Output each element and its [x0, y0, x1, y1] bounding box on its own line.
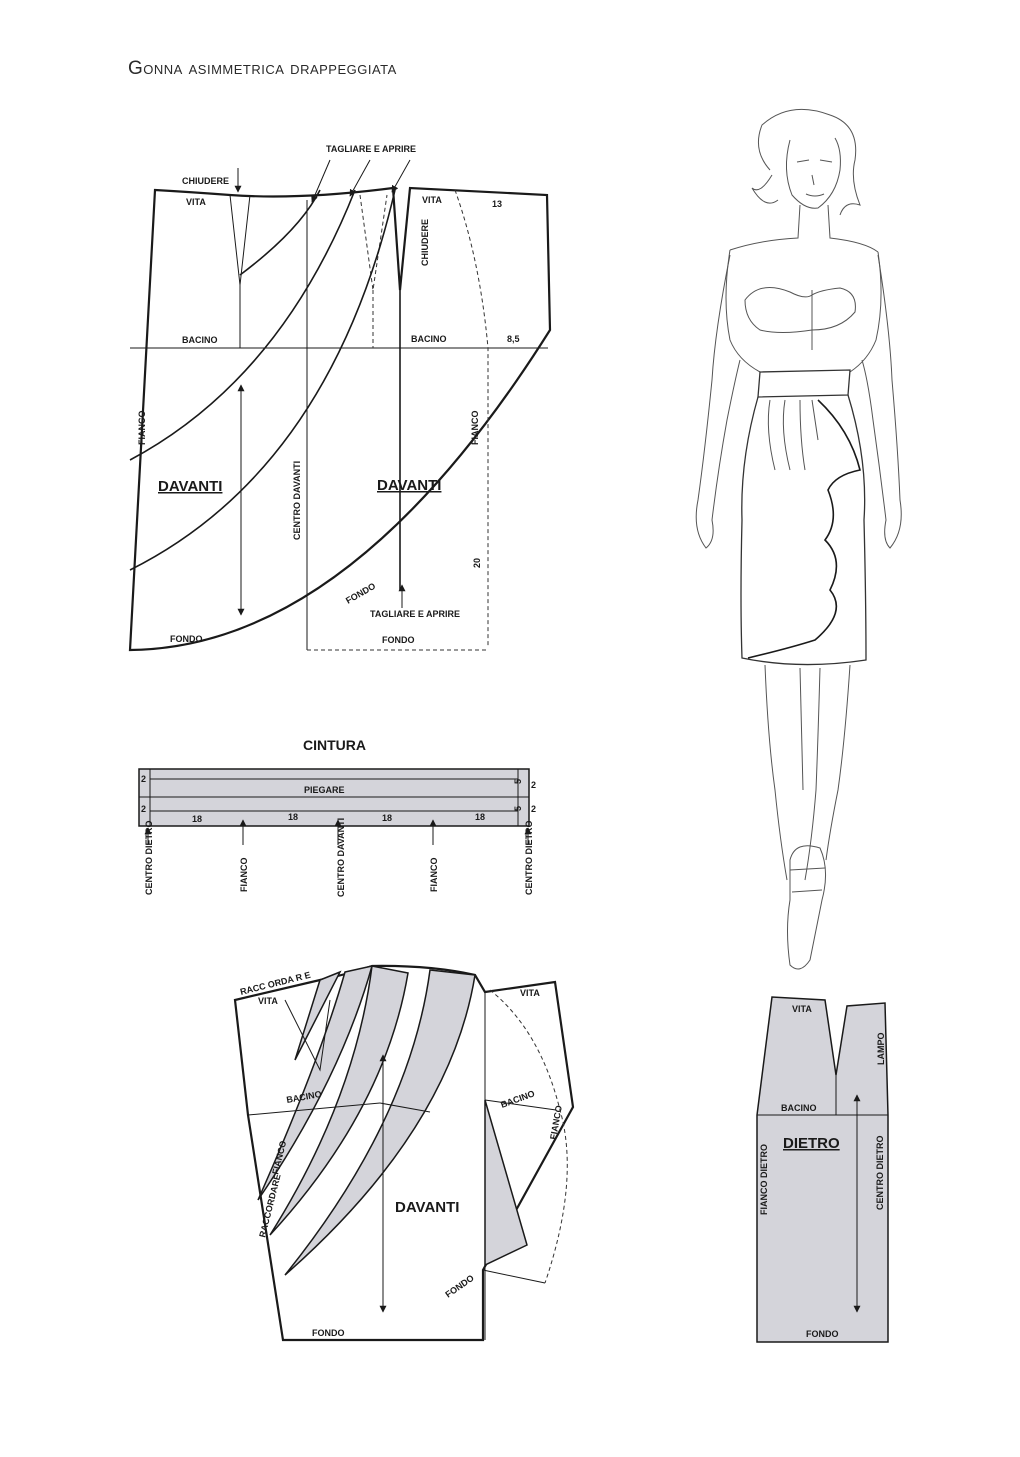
wb-seg-3: 18 — [382, 813, 392, 823]
hair — [757, 108, 861, 216]
num-8-5: 8,5 — [507, 334, 520, 344]
davanti-right-label: DAVANTI — [377, 477, 441, 494]
bacino-right-label: BACINO — [411, 334, 447, 344]
num-20: 20 — [472, 558, 482, 568]
back-centro-dietro: CENTRO DIETRO — [875, 1135, 885, 1210]
fianco-left-label: FIANCO — [137, 411, 147, 446]
drape-grey-2 — [257, 964, 374, 1201]
drape-grey-5 — [484, 1099, 528, 1267]
back-outline — [756, 996, 889, 1343]
draped-fondo-curve: FONDO — [443, 1273, 475, 1300]
svg-text:CENTRO DIETRO: CENTRO DIETRO — [524, 820, 534, 895]
back-bacino: BACINO — [781, 1103, 817, 1113]
bustier — [744, 287, 856, 333]
fondo-right-label: FONDO — [382, 635, 415, 645]
front-outline — [128, 186, 552, 652]
wb-marker-5: CENTRO DIETRO — [524, 820, 534, 895]
piegare-label: PIEGARE — [304, 785, 345, 795]
fondo-left-label: FONDO — [170, 634, 203, 644]
fashion-figure — [695, 108, 902, 970]
draped-vita-right: VITA — [520, 988, 540, 998]
cut-curve-3 — [129, 189, 396, 571]
vita-left-label: VITA — [186, 197, 206, 207]
wb-left-num-2: 2 — [141, 804, 146, 814]
front-dart-left — [229, 194, 251, 286]
wb-marker-4: FIANCO — [429, 858, 439, 893]
right-arm — [861, 254, 902, 549]
chiudere-label: CHIUDERE — [182, 176, 229, 186]
draped-fianco-right: FIANCO — [548, 1105, 564, 1141]
skirt — [740, 394, 867, 666]
drape-grey-4 — [284, 969, 476, 1276]
front-dart-dashed — [359, 194, 388, 291]
back-dietro: DIETRO — [783, 1135, 840, 1152]
draped-vita-left: VITA — [258, 996, 278, 1006]
drape-grey-3 — [269, 965, 409, 1236]
tagliare-aprire-bottom-label: TAGLIARE E APRIRE — [370, 609, 460, 619]
wb-right-outer-2: 2 — [531, 804, 536, 814]
back-lampo: LAMPO — [876, 1033, 886, 1066]
raccordare-top-label: RACC ORDA R E — [239, 970, 311, 997]
legs — [764, 664, 851, 881]
svg-text:CENTRO DIETRO: CENTRO DIETRO — [144, 820, 154, 895]
fondo-curve-label: FONDO — [344, 581, 377, 606]
back-fianco-dietro: FIANCO DIETRO — [759, 1144, 769, 1215]
neck-shoulders — [729, 204, 879, 253]
fianco-right-label: FIANCO — [470, 411, 480, 446]
back-pattern: VITA LAMPO BACINO DIETRO FIANCO DIETRO C… — [756, 996, 889, 1343]
tagliare-aprire-top-label: TAGLIARE E APRIRE — [326, 144, 416, 154]
wb-seg-2: 18 — [288, 812, 298, 822]
svg-text:FIANCO: FIANCO — [239, 858, 249, 893]
svg-text:CENTRO DAVANTI: CENTRO DAVANTI — [336, 818, 346, 897]
wb-marker-3: CENTRO DAVANTI — [336, 818, 346, 897]
drape-grey-1 — [294, 970, 342, 1061]
wb-right-num-1: 5 — [513, 779, 523, 784]
front-pattern: CHIUDERE TAGLIARE E APRIRE VITA VITA 13 … — [128, 144, 552, 652]
face — [786, 137, 841, 209]
wb-right-outer-1: 2 — [531, 780, 536, 790]
shoe — [787, 845, 826, 970]
chiudere-vertical-label: CHIUDERE — [420, 219, 430, 266]
draped-dashed-side — [489, 989, 568, 1284]
davanti-left-label: DAVANTI — [158, 478, 222, 495]
wb-left-num-1: 2 — [141, 774, 146, 784]
bacino-left-label: BACINO — [182, 335, 218, 345]
skirt-waistband — [757, 369, 851, 398]
centro-davanti-label: CENTRO DAVANTI — [292, 461, 302, 540]
left-arm — [695, 254, 741, 549]
torso — [725, 249, 882, 373]
page-title: Gonna asimmetrica drappeggiata — [128, 58, 397, 79]
wb-seg-1: 18 — [192, 814, 202, 824]
waistband: CINTURA PIEGARE 2 2 5 5 2 2 18 18 18 18 … — [138, 737, 536, 897]
draped-fondo-bottom: FONDO — [312, 1328, 345, 1338]
wb-right-num-2: 5 — [513, 806, 523, 811]
wb-marker-1: CENTRO DIETRO — [144, 820, 154, 895]
cintura-title: CINTURA — [303, 737, 366, 753]
svg-text:FIANCO: FIANCO — [429, 858, 439, 893]
back-vita: VITA — [792, 1004, 812, 1014]
back-fondo: FONDO — [806, 1329, 839, 1339]
ruffle — [747, 399, 861, 659]
vita-right-label: VITA — [422, 195, 442, 205]
wb-seg-4: 18 — [475, 812, 485, 822]
draped-davanti-label: DAVANTI — [395, 1199, 459, 1216]
cut-curve-1 — [239, 189, 321, 276]
wb-marker-2: FIANCO — [239, 858, 249, 893]
cut-curve-2 — [129, 189, 356, 461]
draped-front: RACC ORDA R E VITA VITA BACINO BACINO FI… — [233, 964, 575, 1342]
num-13: 13 — [492, 199, 502, 209]
